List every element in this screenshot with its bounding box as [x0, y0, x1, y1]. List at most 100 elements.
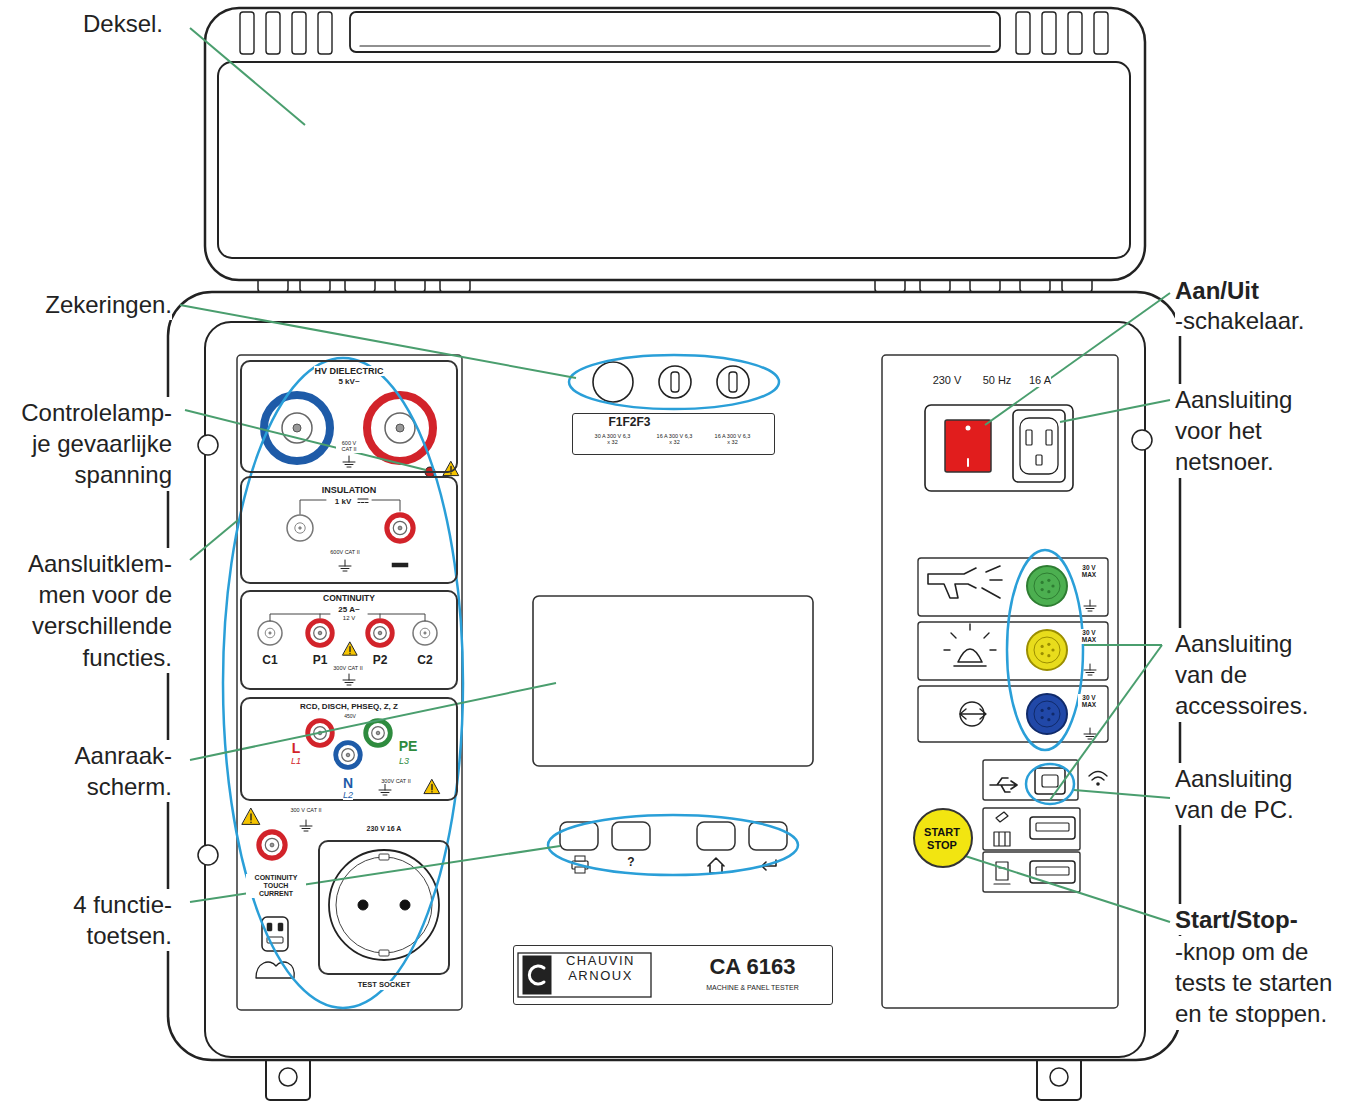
- printer-icon: [575, 856, 585, 861]
- terminal: [258, 621, 282, 645]
- lid-handle: [350, 12, 1000, 52]
- panel-label: 300 V CAT II: [291, 807, 322, 813]
- terminal: [287, 515, 313, 541]
- usb-a-port: [1030, 817, 1075, 839]
- lid-rib: [1016, 12, 1030, 54]
- leader-line: [962, 855, 1170, 922]
- hv-terminal: [264, 395, 330, 461]
- terminal-socket: [420, 628, 430, 638]
- hv-terminal: [367, 395, 433, 461]
- terminal-pin: [346, 753, 350, 757]
- callout-ellipse: [548, 815, 798, 875]
- brand-plate: CHAUVIN ARNOUXCA 6163MACHINE & PANEL TES…: [513, 945, 833, 1005]
- panel-text: 600 V CAT II: [336, 440, 362, 453]
- ground-symbol: [379, 784, 391, 795]
- panel-text: CONTINUITY: [323, 594, 375, 604]
- plug-pin: [278, 923, 283, 931]
- callout-text: Start/Stop-: [1175, 904, 1298, 935]
- ground-symbol: [343, 456, 355, 467]
- socket-hole: [400, 900, 410, 910]
- touch-screen: [533, 596, 813, 766]
- device-icon: [994, 812, 1010, 846]
- wifi-icon: [1089, 772, 1107, 781]
- terminal-ring: [387, 515, 413, 541]
- connector-pin: [1047, 654, 1050, 657]
- panel-text: START STOP: [920, 826, 964, 851]
- usb-a-port: [1036, 867, 1069, 875]
- panel-label: 16 A: [1029, 374, 1051, 387]
- callout-text: Aansluiting voor het netsnoer.: [1175, 384, 1325, 478]
- case-body: [168, 292, 1180, 1060]
- callout-text: -schakelaar.: [1175, 305, 1304, 336]
- warning-triangle: [424, 780, 439, 794]
- power-block: [925, 405, 1073, 491]
- lid-rib: [292, 12, 306, 54]
- panel-text: 30 A 300 V 6,3 x 32: [595, 433, 631, 446]
- callout-text: Aan/Uit: [1175, 275, 1259, 306]
- leader-line: [190, 520, 238, 560]
- panel-text: C2: [417, 654, 432, 668]
- terminal-socket: [342, 749, 355, 762]
- terminal-bracket: [270, 614, 425, 621]
- terminal-socket: [314, 627, 327, 640]
- panel-label: CONTINUITY TOUCH CURRENT: [246, 874, 306, 898]
- terminal-pin: [398, 526, 402, 530]
- connector-pin: [1047, 590, 1050, 593]
- terminal-ring: [336, 743, 361, 768]
- connector-pin: [1041, 588, 1044, 591]
- probe-icon: [928, 566, 1002, 598]
- terminal-pin: [318, 631, 322, 635]
- leader-line: [190, 28, 305, 125]
- terminal: [413, 621, 437, 645]
- accessory-connector: [1027, 566, 1067, 606]
- earth-clip: [379, 854, 389, 860]
- connector-rim: [1034, 637, 1060, 663]
- accessory-row: [918, 622, 1108, 680]
- fuse-holder: [717, 366, 749, 398]
- terminal-pin: [299, 527, 302, 530]
- terminal-socket: [295, 523, 305, 533]
- lid-rib: [1068, 12, 1082, 54]
- terminal-ring: [259, 832, 285, 858]
- panel-text: L1: [291, 756, 301, 766]
- panel-text: L: [292, 740, 301, 756]
- terminal-socket: [385, 413, 415, 443]
- foot-hole: [279, 1068, 297, 1086]
- continuity-panel: CONTINUITY25 A~12 VC1P1P2C2300V CAT II: [240, 590, 458, 690]
- lid-rib: [1094, 12, 1108, 54]
- panel-text: C1: [262, 654, 277, 668]
- panel-text: 300V CAT II: [381, 778, 410, 784]
- panel-label: 230 V: [933, 374, 962, 387]
- callout-text: Aansluitklem- men voor de verschillende …: [12, 548, 172, 673]
- usb-symbol: [990, 778, 1017, 792]
- terminal-socket: [372, 727, 385, 740]
- panel-text: 16 A 300 V 6,3 x 32: [715, 433, 751, 446]
- callout-text: 4 functie- toetsen.: [52, 889, 172, 951]
- panel-text: CHAUVIN ARNOUX: [555, 954, 647, 984]
- fuse-label: F1F2F3 30 A 300 V 6,3 x 32 16 A 300 V 6,3 …: [572, 413, 775, 455]
- hv-panel: HV DIELECTRIC5 kV~600 V CAT II: [240, 360, 458, 473]
- panel-text: 450V: [344, 714, 356, 720]
- terminal-pin: [270, 843, 274, 847]
- warning-triangle: [343, 642, 357, 655]
- panel-text: 230 V 16 A: [367, 825, 402, 833]
- callout-text: Aansluiting van de PC.: [1175, 763, 1325, 825]
- switch-mark: [966, 426, 971, 431]
- drawing: [168, 8, 1180, 1100]
- lid-rib: [318, 12, 332, 54]
- printer-icon: [575, 867, 585, 873]
- terminal-ring: [366, 721, 391, 746]
- inlet-face: [1020, 418, 1058, 474]
- socket-hole: [358, 900, 368, 910]
- leader-line: [1074, 790, 1170, 798]
- connector-pin: [1047, 579, 1050, 582]
- earth-clip: [379, 950, 389, 956]
- callout-ellipse: [1007, 550, 1083, 750]
- dc-symbol: [358, 502, 368, 503]
- logo-frame: [518, 953, 651, 997]
- leader-line: [190, 846, 560, 902]
- panel-text: F1F2F3: [608, 416, 650, 430]
- panel-text: RCD, DISCH, PHSEQ, Z, Z: [300, 702, 398, 711]
